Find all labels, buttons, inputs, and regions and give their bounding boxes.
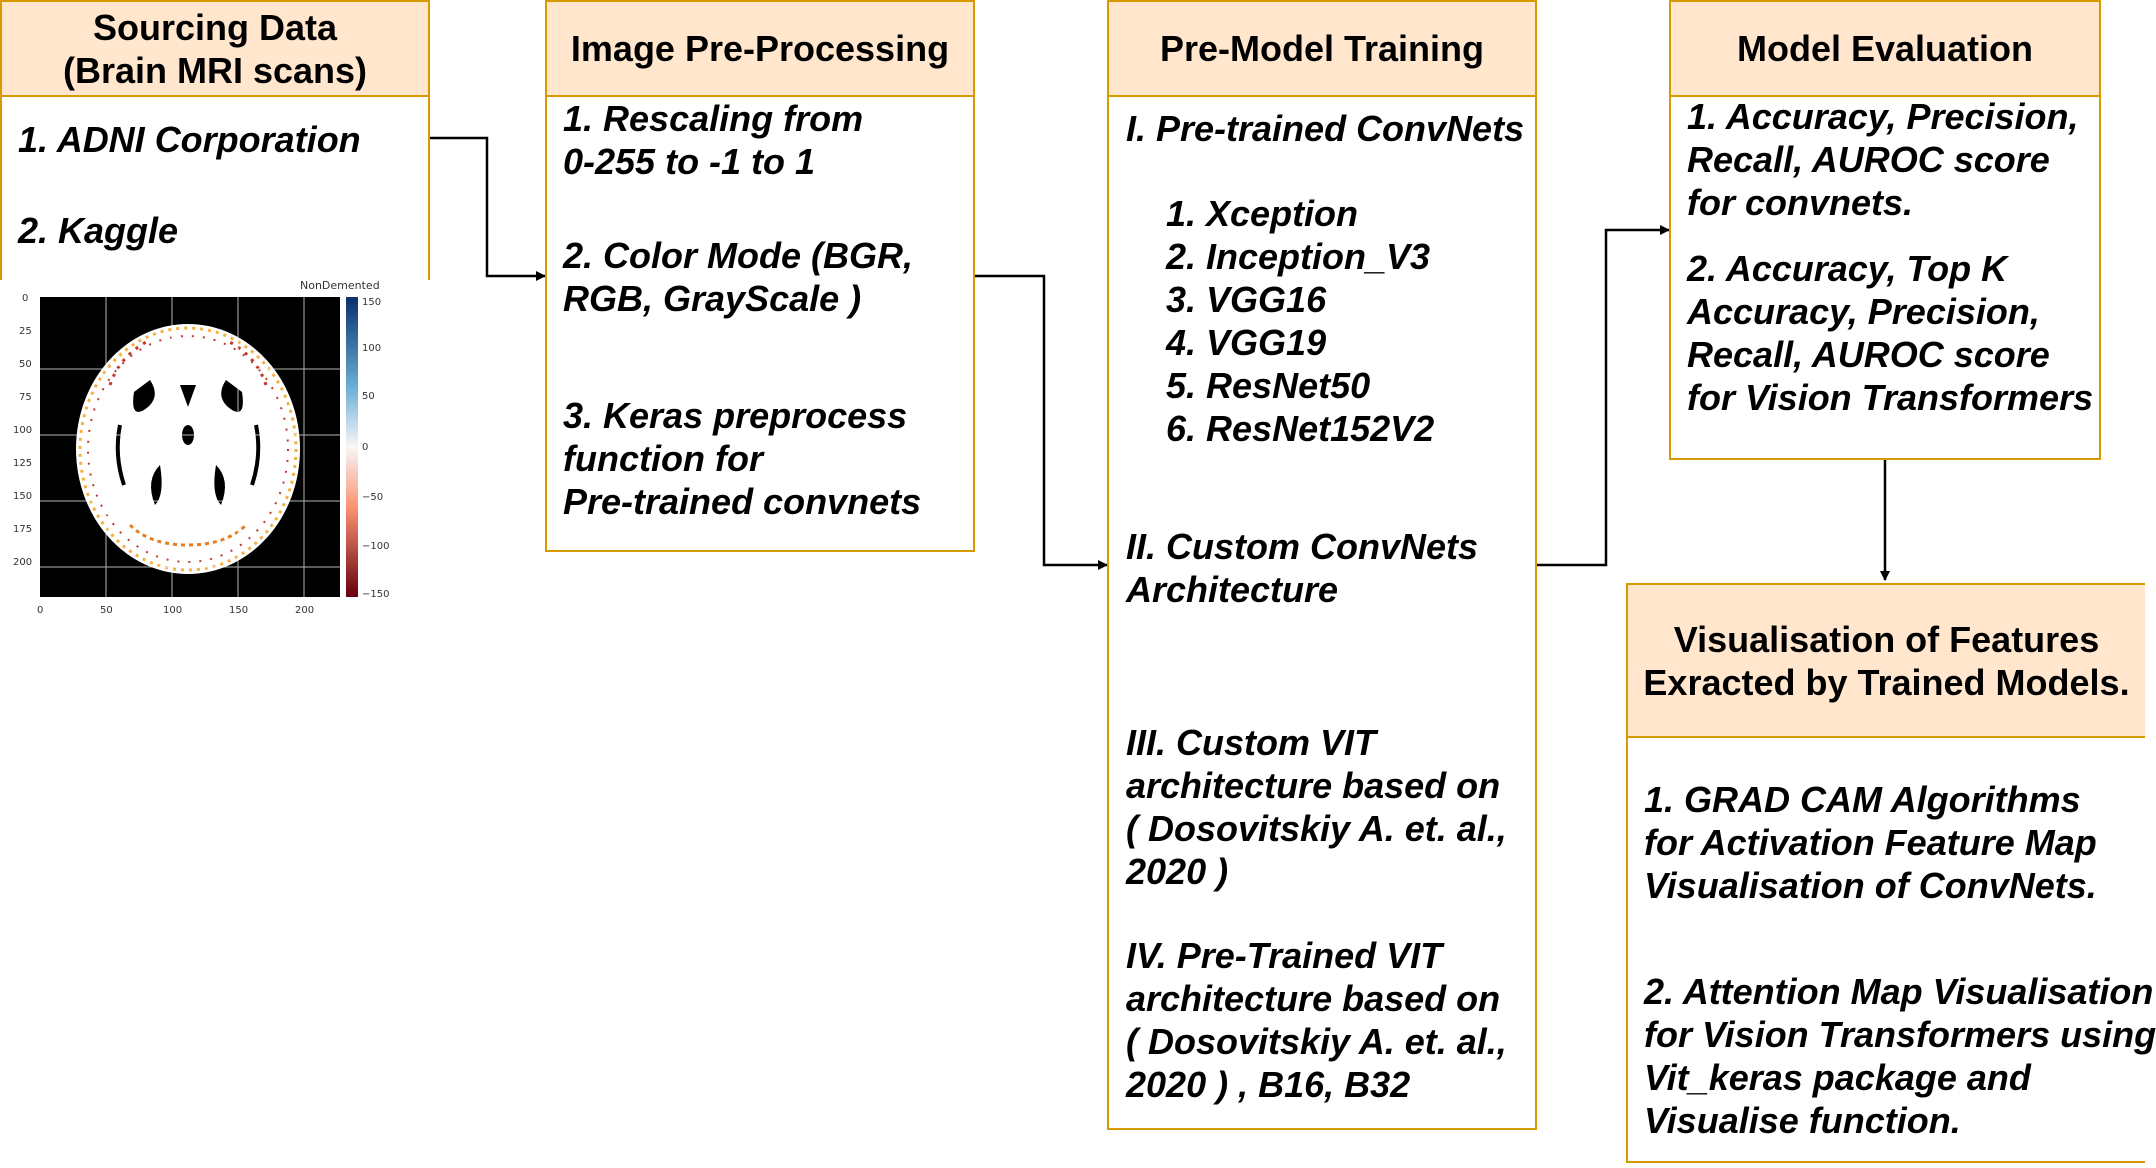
preprocessing-item3-line1: 3. Keras preprocess (563, 395, 908, 436)
visualisation-item2-line3: Vit_keras package and (1644, 1057, 2031, 1098)
arrow-preprocessing-to-training (975, 274, 1108, 570)
colorbar-tick: −100 (362, 541, 389, 552)
evaluation-title: Model Evaluation (1736, 28, 2034, 69)
mri-colorbar (346, 297, 358, 597)
training-section1: I. Pre-trained ConvNets (1126, 108, 1525, 149)
visualisation-title-line2: Exracted by Trained Models. (1643, 661, 2130, 703)
preprocessing-item2-line1: 2. Color Mode (BGR, (563, 235, 913, 276)
evaluation-item2-line1: 2. Accuracy, Top K (1687, 248, 2008, 289)
sourcing-item-adni: 1. ADNI Corporation (18, 119, 361, 160)
training-section4-line1: IV. Pre-Trained VIT (1126, 935, 1443, 976)
training-model-xception: 1. Xception (1166, 193, 1359, 234)
training-body: I. Pre-trained ConvNets 1. Xception 2. I… (1109, 97, 1535, 1128)
training-title: Pre-Model Training (1159, 28, 1485, 69)
mri-y-tick: 100 (13, 425, 32, 436)
sourcing-title-line2: (Brain MRI scans) (62, 49, 368, 91)
sourcing-data-box: Sourcing Data (Brain MRI scans) 1. ADNI … (0, 0, 430, 280)
mri-x-tick: 100 (163, 605, 182, 616)
preprocessing-title: Image Pre-Processing (570, 28, 950, 69)
evaluation-item2-line4: for Vision Transformers (1687, 377, 2094, 418)
colorbar-tick: −50 (362, 492, 383, 503)
evaluation-item1-line2: Recall, AUROC score (1687, 139, 2050, 180)
mri-x-tick: 200 (295, 605, 314, 616)
preprocessing-item1-line2: 0-255 to -1 to 1 (563, 141, 816, 182)
visualisation-item1-line1: 1. GRAD CAM Algorithms (1644, 779, 2081, 820)
sourcing-data-body: 1. ADNI Corporation 2. Kaggle (2, 97, 428, 280)
training-section2-line1: II. Custom ConvNets (1126, 526, 1479, 567)
visualisation-title-line1: Visualisation of Features (1673, 618, 2100, 660)
mri-colorbar-ticks: 150 100 50 0 −50 −100 −150 (362, 297, 389, 600)
preprocessing-item1-line1: 1. Rescaling from (563, 98, 864, 139)
mri-x-tick: 150 (229, 605, 248, 616)
training-model-resnet50: 5. ResNet50 (1166, 365, 1371, 406)
preprocessing-box: Image Pre-Processing 1. Rescaling from 0… (545, 0, 975, 552)
training-section3-line4: 2020 ) (1126, 851, 1229, 892)
preprocessing-body: 1. Rescaling from 0-255 to -1 to 1 2. Co… (547, 97, 973, 550)
training-section3-line1: III. Custom VIT (1126, 722, 1377, 763)
mri-y-tick: 75 (19, 392, 32, 403)
mri-y-tick: 25 (19, 326, 32, 337)
evaluation-box: Model Evaluation 1. Accuracy, Precision,… (1669, 0, 2101, 460)
evaluation-header: Model Evaluation (1671, 2, 2099, 97)
training-section4-line4: 2020 ) , B16, B32 (1126, 1064, 1411, 1105)
training-model-inception: 2. Inception_V3 (1166, 236, 1431, 277)
mri-y-tick: 150 (13, 491, 32, 502)
colorbar-tick: 150 (362, 297, 381, 308)
mri-grid (40, 297, 340, 597)
mri-y-tick: 200 (13, 557, 32, 568)
training-section3-line2: architecture based on (1126, 765, 1501, 806)
mri-y-tick: 175 (13, 524, 32, 535)
visualisation-item2-line2: for Vision Transformers using (1644, 1014, 2156, 1055)
colorbar-tick: 0 (362, 442, 368, 453)
evaluation-item1-line3: for convnets. (1687, 182, 1914, 223)
evaluation-item2-line2: Accuracy, Precision, (1687, 291, 2040, 332)
visualisation-item2-line1: 2. Attention Map Visualisation (1644, 971, 2154, 1012)
training-model-resnet152v2: 6. ResNet152V2 (1166, 408, 1435, 449)
arrow-training-to-evaluation (1537, 225, 1670, 567)
preprocessing-item3-line2: function for (563, 438, 763, 479)
visualisation-header: Visualisation of Features Exracted by Tr… (1628, 585, 2145, 738)
training-header: Pre-Model Training (1109, 2, 1535, 97)
training-section2-line2: Architecture (1126, 569, 1339, 610)
visualisation-box: Visualisation of Features Exracted by Tr… (1626, 583, 2156, 1163)
visualisation-body: 1. GRAD CAM Algorithms for Activation Fe… (1628, 738, 2156, 1161)
mri-y-tick: 125 (13, 458, 32, 469)
preprocessing-item3-line3: Pre-trained convnets (563, 481, 922, 522)
mri-x-tick: 0 (37, 605, 43, 616)
training-section4-line3: ( Dosovitskiy A. et. al., (1126, 1021, 1507, 1062)
mri-y-tick: 0 (22, 293, 28, 304)
evaluation-item1-line1: 1. Accuracy, Precision, (1687, 96, 2079, 137)
mri-title: NonDemented (300, 279, 380, 292)
training-model-vgg19: 4. VGG19 (1166, 322, 1327, 363)
sourcing-title-line1: Sourcing Data (92, 6, 338, 48)
evaluation-item2-line3: Recall, AUROC score (1687, 334, 2050, 375)
training-section4-line2: architecture based on (1126, 978, 1501, 1019)
visualisation-item1-line2: for Activation Feature Map (1644, 822, 2097, 863)
training-model-vgg16: 3. VGG16 (1166, 279, 1327, 320)
brain-scan (76, 324, 300, 574)
arrow-sourcing-to-preprocessing (430, 136, 546, 281)
visualisation-item1-line3: Visualisation of ConvNets. (1644, 865, 2097, 906)
mri-x-ticks: 0 50 100 150 200 (37, 605, 314, 616)
colorbar-tick: −150 (362, 589, 389, 600)
mri-y-tick: 50 (19, 359, 32, 370)
preprocessing-item2-line2: RGB, GrayScale ) (563, 278, 862, 319)
mri-x-tick: 50 (100, 605, 113, 616)
evaluation-body: 1. Accuracy, Precision, Recall, AUROC sc… (1671, 96, 2099, 458)
preprocessing-header: Image Pre-Processing (547, 2, 973, 97)
brain-mri-thumbnail: NonDemented 0 25 50 75 100 125 150 175 2… (13, 279, 389, 616)
sourcing-item-kaggle: 2. Kaggle (18, 210, 179, 251)
visualisation-item2-line4: Visualise function. (1644, 1100, 1961, 1141)
training-section3-line3: ( Dosovitskiy A. et. al., (1126, 808, 1507, 849)
colorbar-tick: 100 (362, 343, 381, 354)
sourcing-data-header: Sourcing Data (Brain MRI scans) (2, 2, 428, 97)
mri-y-ticks: 0 25 50 75 100 125 150 175 200 (13, 293, 32, 568)
training-box: Pre-Model Training I. Pre-trained ConvNe… (1107, 0, 1537, 1130)
colorbar-tick: 50 (362, 391, 375, 402)
